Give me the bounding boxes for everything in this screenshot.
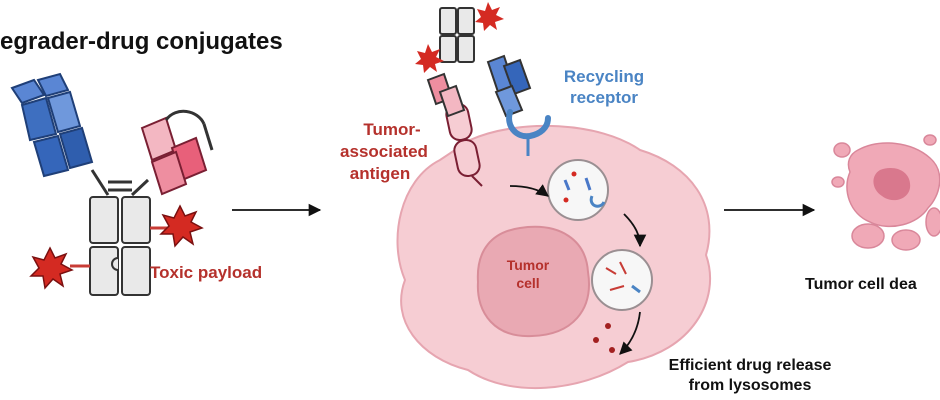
antibody-icon [10,72,214,296]
tumor-cell-label: Tumor [507,257,550,273]
antibody-icon [426,7,532,118]
payload-star-icon [475,2,504,31]
arrow-icon [509,184,550,197]
lysosome-icon [547,159,609,221]
tumor-cell-death-label: Tumor cell dea [805,276,917,293]
lysosome-icon [591,249,653,311]
nucleus [476,225,590,338]
toxic-payload-label: Toxic payload [150,263,262,282]
drug-release-label: Efficient drug release [669,357,832,374]
drug-release-label: from lysosomes [689,377,812,394]
payload-star-icon [159,204,204,248]
recycling-receptor-label: Recycling [564,67,644,86]
tumor-antigen-label: Tumor- [363,120,420,139]
payload-star-icon [29,246,74,290]
diagram-title: egrader-drug conjugates [0,28,283,55]
recycling-receptor-label: receptor [570,88,638,107]
arrow-icon [623,213,647,248]
tumor-cell-label: cell [516,275,539,291]
recycling-receptor-icon [506,109,551,140]
payload-star-icon [415,44,444,73]
dead-cell-core [873,168,911,201]
tumor-antigen-label: associated [340,142,428,161]
arrow-icon [619,311,641,355]
tumor-antigen-label: antigen [350,164,410,183]
